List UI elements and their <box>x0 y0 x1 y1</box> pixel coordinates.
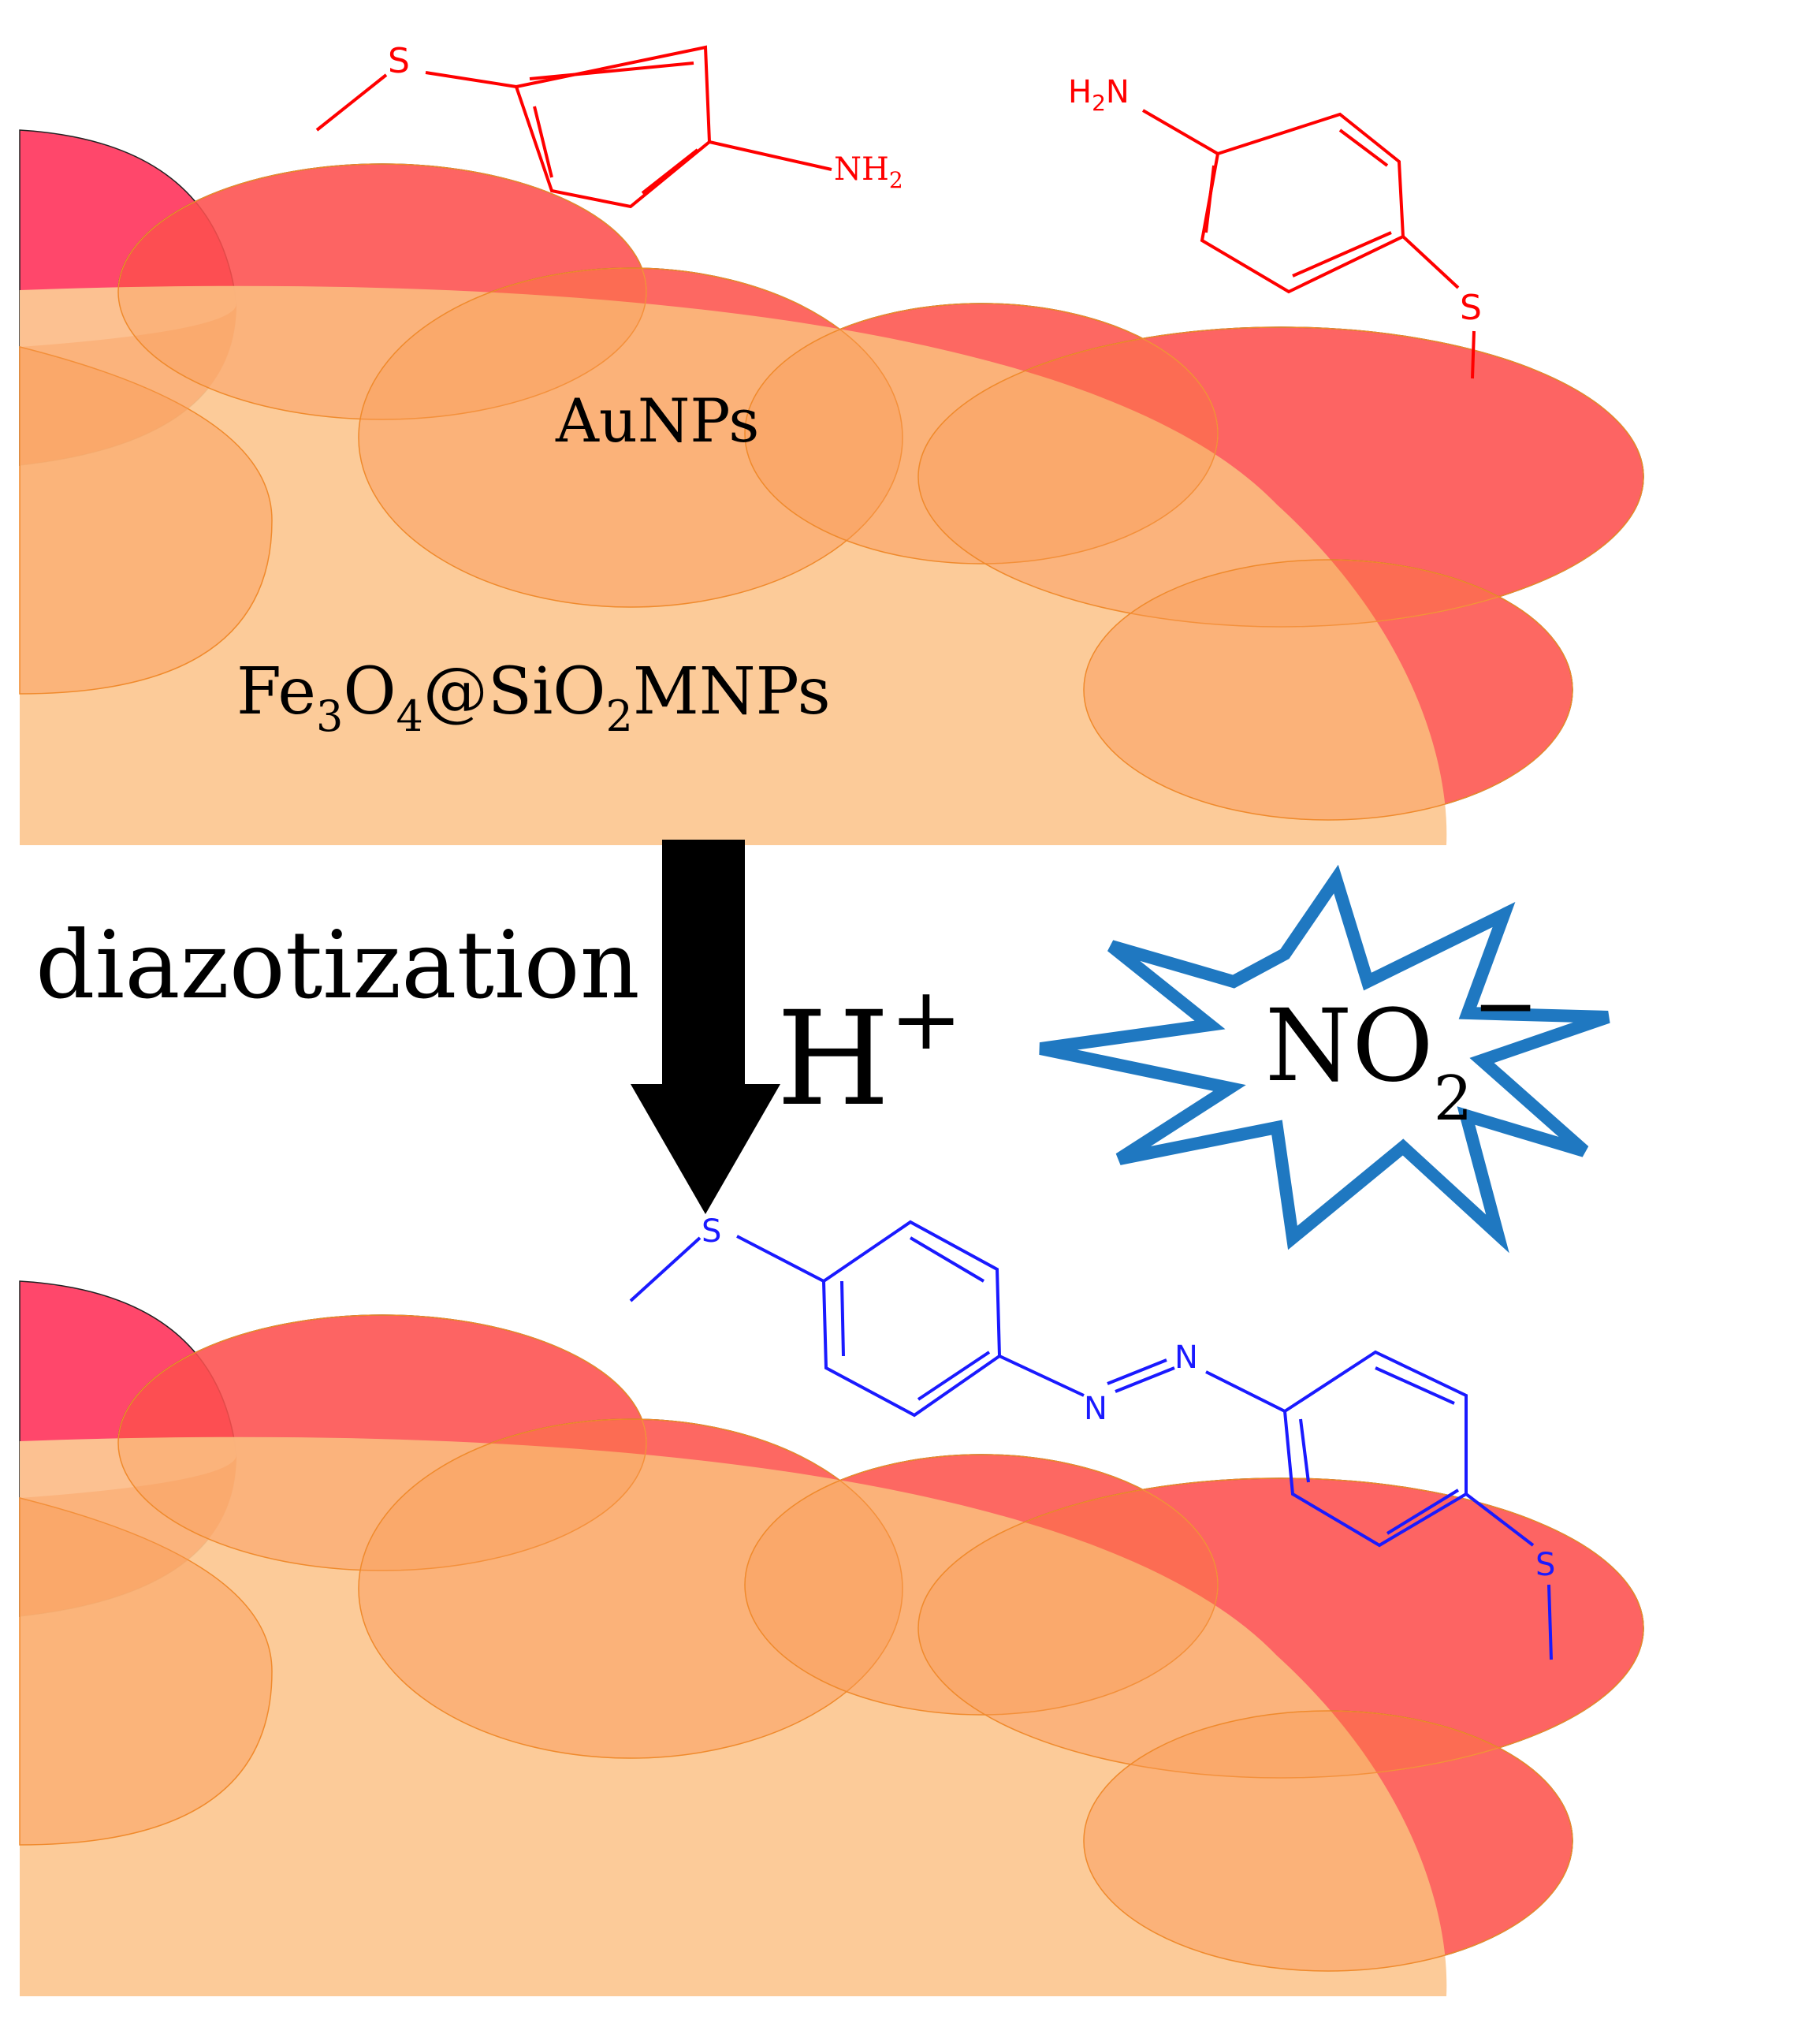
product-nitrogen-2: N <box>1174 1340 1198 1376</box>
down-arrow-icon <box>631 840 780 1214</box>
proton-label: H+ <box>776 968 962 1135</box>
nitrite-label-no: NO <box>1265 988 1434 1104</box>
reaction-label: diazotization <box>35 911 640 1019</box>
mnps-label-sub-3: 3 <box>316 691 343 741</box>
reactant-molecule-right <box>1141 109 1476 379</box>
reactant-left-amine: NH2 <box>834 151 903 193</box>
reactant-left-amine-sub: 2 <box>889 167 903 193</box>
mnps-label: Fe3O4@SiO2MNPs <box>236 654 831 741</box>
reactant-right-amine-h: H <box>1068 74 1092 110</box>
starburst-icon <box>1039 864 1610 1254</box>
nitrite-label-sub: 2 <box>1434 1064 1473 1135</box>
bottom-nanoparticle-panel <box>19 1280 1644 1997</box>
proton-label-charge: + <box>890 968 962 1069</box>
mnps-label-sio: @SiO <box>423 654 606 729</box>
mnps-label-fe: Fe <box>236 654 316 729</box>
product-azo-molecule <box>629 1220 1553 1660</box>
product-sulfur-right: S <box>1535 1547 1555 1583</box>
mnps-label-sub-4: 4 <box>396 691 423 741</box>
nitrite-label: NO2 − <box>1265 959 1539 1135</box>
reactant-right-amine-n: N <box>1106 74 1130 110</box>
reactant-right-amine: H2N <box>1068 74 1130 116</box>
mnps-label-o: O <box>343 654 396 729</box>
product-sulfur-left: S <box>702 1213 721 1250</box>
mnps-label-sub-2: 2 <box>606 691 633 741</box>
reactant-left-amine-n: NH <box>834 151 889 188</box>
reactant-molecule-left <box>315 45 832 209</box>
reactant-right-amine-sub: 2 <box>1092 90 1106 116</box>
proton-label-h: H <box>776 983 890 1135</box>
reactant-right-sulfur: S <box>1460 288 1482 328</box>
aunps-label: AuNPs <box>555 386 759 456</box>
product-nitrogen-1: N <box>1084 1391 1107 1427</box>
nitrite-label-charge: − <box>1472 959 1539 1052</box>
reactant-left-sulfur: S <box>388 41 410 81</box>
mnps-label-mnps: MNPs <box>633 654 831 729</box>
